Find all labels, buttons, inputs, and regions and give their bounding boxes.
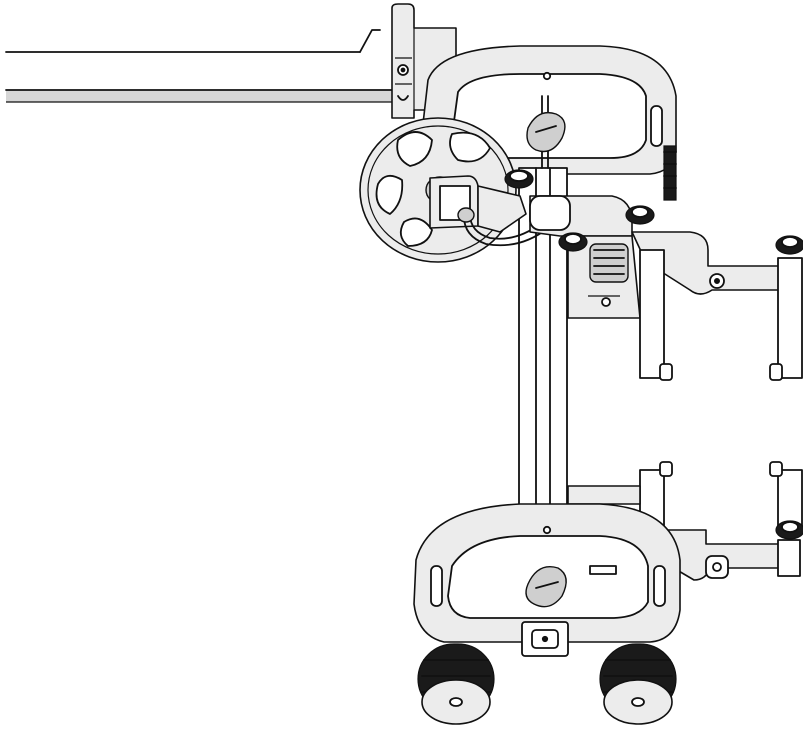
bottom-mount-block xyxy=(521,621,569,657)
lower-wheel-left xyxy=(417,643,495,725)
lower-wheel-right xyxy=(599,643,677,725)
right-arm-lower xyxy=(567,461,803,581)
column-clamp-assembly xyxy=(529,195,655,319)
right-arm-upper xyxy=(631,231,803,381)
bottom-handle-frame xyxy=(413,503,681,643)
column-top-knob xyxy=(504,169,534,189)
track-rail xyxy=(5,29,393,103)
top-wing-knob xyxy=(526,111,566,153)
motor-clamp xyxy=(429,175,549,247)
